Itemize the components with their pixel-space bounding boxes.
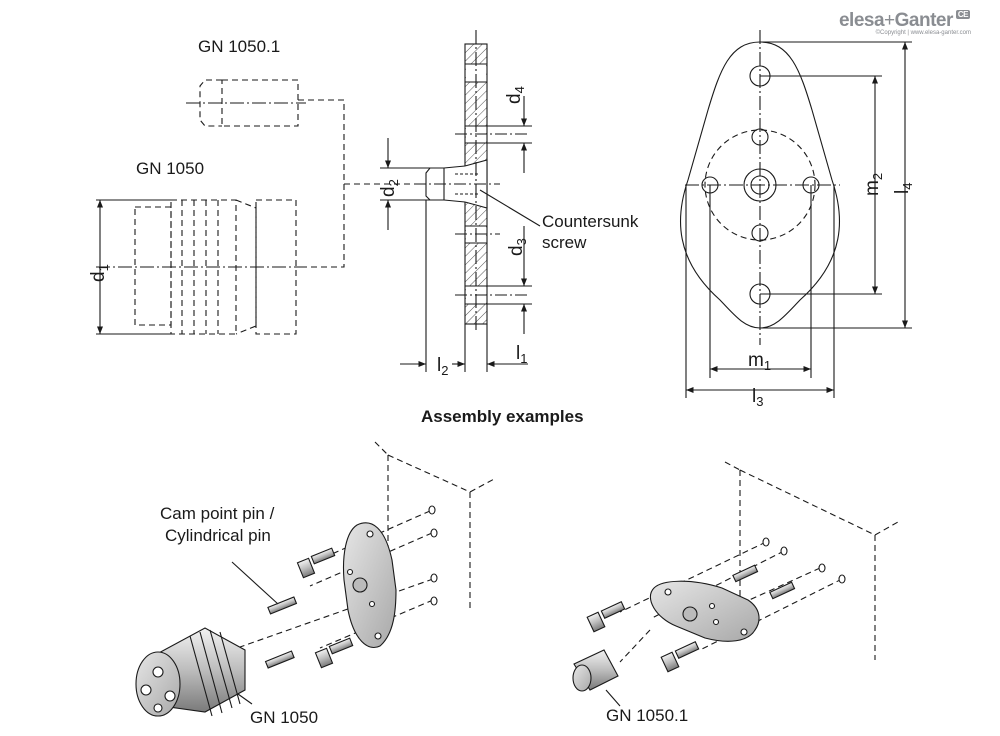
brand-plus: + [884, 10, 895, 31]
brand-name: elesa [838, 10, 885, 31]
flange-front-view [679, 30, 841, 345]
dim-d3-lines [487, 226, 532, 334]
dim-d4-lines [487, 96, 532, 173]
dim-l1: l1 [516, 343, 528, 366]
label-gn1050-1-bottom: GN 1050.1 [606, 706, 689, 725]
dim-m2: m2 [862, 172, 885, 196]
copyright-text: ©Copyright | www.elesa-ganter.com [875, 30, 971, 36]
label-gn1050-1-top: GN 1050.1 [198, 37, 281, 56]
dim-l1-l2-lines [400, 200, 528, 372]
label-cam-pin-1: Cam point pin / [160, 504, 275, 523]
label-cam-pin-2: Cylindrical pin [165, 526, 271, 545]
dim-l2: l2 [437, 355, 449, 378]
label-gn1050-top: GN 1050 [136, 159, 205, 178]
label-countersunk-1: Countersunk [542, 212, 639, 231]
countersunk-leader [479, 189, 541, 227]
gn1050-1-sleeve-drawing [186, 79, 306, 127]
flange-section-view [414, 30, 530, 330]
dim-d2-lines [380, 138, 430, 230]
assembly-example-right [572, 461, 899, 707]
dim-d3: d3 [506, 238, 529, 256]
dim-d2: d2 [378, 179, 401, 197]
assembly-example-left [135, 441, 497, 717]
dim-m1: m1 [748, 350, 772, 373]
connector-lines [296, 99, 426, 268]
label-gn1050-bottom: GN 1050 [250, 708, 319, 727]
dim-d1: d1 [88, 264, 111, 282]
gn1050-collet-drawing [96, 199, 306, 335]
ce-mark-icon: CE [955, 10, 970, 19]
dim-l4: l4 [892, 182, 915, 194]
brand-name2: Ganter [894, 10, 954, 31]
label-countersunk-2: screw [542, 233, 587, 252]
assembly-examples-title: Assembly examples [421, 407, 584, 426]
dim-l3: l3 [752, 386, 764, 409]
dim-m1-l3-lines [685, 185, 835, 398]
dim-d1-lines [96, 199, 171, 335]
dim-d4: d4 [504, 86, 527, 104]
dim-m2-l4-lines [760, 41, 912, 329]
